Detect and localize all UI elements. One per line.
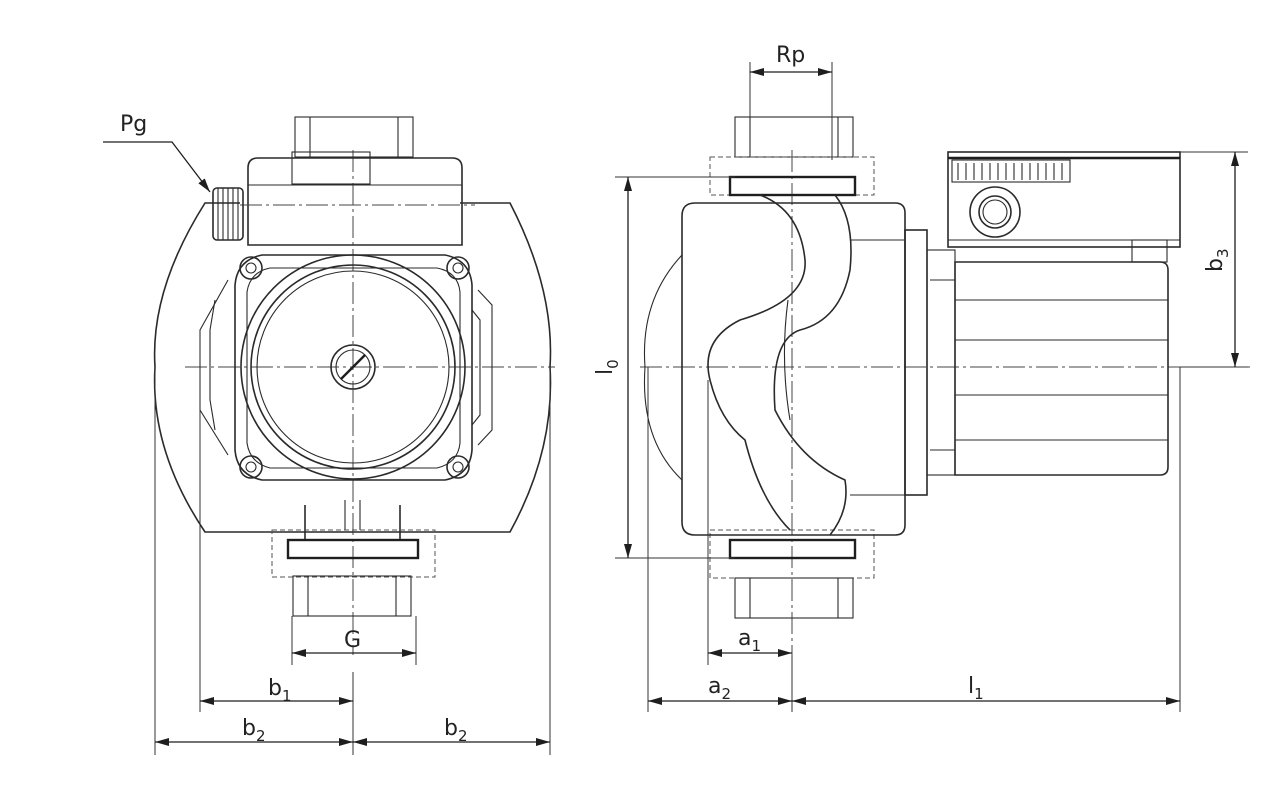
side-bottom-pipe [734,577,854,619]
side-view: Rp l0 b3 a1 a2 l1 [593,43,1250,712]
pg-label: Pg [120,112,147,137]
b2-right-label: b2 [444,716,468,745]
control-box [947,151,1181,263]
rp-label: Rp [776,43,805,68]
terminal-cap [291,151,371,185]
l1-label: l1 [968,674,984,703]
side-top-flange [728,175,857,197]
front-view: Pg G b1 b2 b2 [103,112,555,755]
side-bottom-flange [728,538,857,560]
volute-curve-right [773,194,852,536]
corner-screws [239,256,470,479]
a2-label: a2 [708,674,731,703]
top-pipe-stub [294,116,414,158]
l0-label: l0 [593,359,622,375]
b3-label: b3 [1203,248,1232,272]
control-knob-outer [969,186,1021,238]
terminal-box [247,157,463,246]
right-rib [477,289,493,446]
side-top-pipe [734,116,854,158]
cable-gland [212,187,244,241]
motor-cylinder [954,261,1169,476]
side-pump-housing [681,202,906,536]
lower-neck [304,505,401,540]
volute-curve-left [707,194,806,531]
rotor-cover-outer [240,254,466,480]
side-housing-arc [643,254,683,481]
pg-leader [103,141,211,193]
b2-left-label: b2 [242,716,266,745]
a1-label: a1 [738,626,761,655]
motor-housing-outline [153,202,552,533]
g-label: G [344,628,361,653]
vent-screw [330,344,376,390]
control-knob [978,195,1012,229]
b1-label: b1 [268,676,292,705]
bottom-pipe-stub [292,575,412,617]
motor-flange-plate [904,229,928,496]
bottom-flange [286,538,420,560]
control-box-body [947,151,1181,248]
